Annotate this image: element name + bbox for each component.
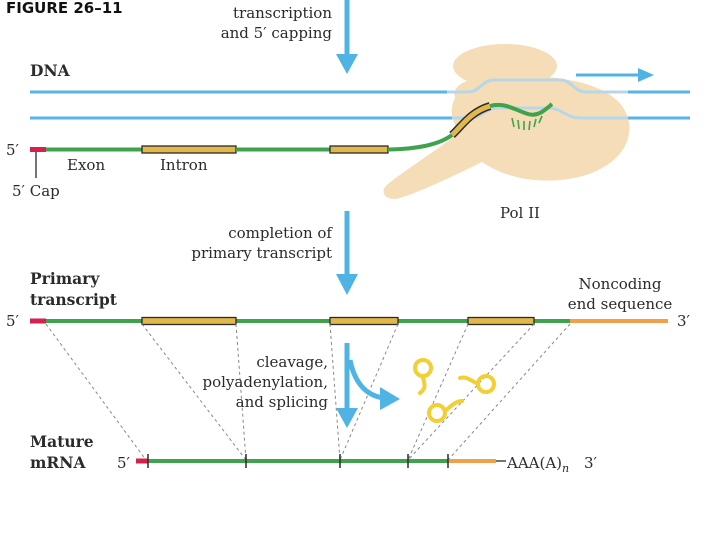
primary-transcript bbox=[30, 316, 668, 326]
step2-arrowhead bbox=[336, 274, 358, 295]
poly-a-text: AAA(A) bbox=[506, 454, 562, 472]
noncoding-label-line1: Noncoding bbox=[579, 275, 662, 293]
mature-label-line1: Mature bbox=[30, 432, 94, 451]
step3-text-line2: polyadenylation, bbox=[203, 373, 329, 391]
step2-text-line1: completion of bbox=[228, 224, 333, 242]
dna-strand-top-right bbox=[447, 78, 690, 94]
pol2-enzyme bbox=[383, 44, 630, 199]
primary-label-line1: Primary bbox=[30, 269, 100, 288]
step1-text-line1: transcription bbox=[233, 4, 332, 22]
step3-text-line1: cleavage, bbox=[256, 353, 328, 371]
intron-label: Intron bbox=[160, 156, 208, 174]
three-prime-label-2: 3′ bbox=[584, 454, 598, 472]
nascent-transcript bbox=[30, 102, 554, 154]
pol2-label: Pol II bbox=[500, 204, 540, 222]
cap-label: 5′ Cap bbox=[12, 182, 60, 200]
three-prime-label-1: 3′ bbox=[677, 312, 691, 330]
primary-label-line2: transcript bbox=[30, 290, 118, 309]
five-prime-label-3: 5′ bbox=[117, 454, 131, 472]
step3-arrowhead bbox=[336, 408, 358, 428]
exon-label: Exon bbox=[67, 156, 105, 174]
step1-arrowhead bbox=[336, 54, 358, 74]
step3-text-line3: and splicing bbox=[236, 393, 329, 411]
step1-text-line2: and 5′ capping bbox=[221, 24, 333, 42]
mature-mrna bbox=[136, 454, 506, 468]
poly-a-tail-label: AAA(A)n bbox=[506, 454, 569, 475]
dna-label: DNA bbox=[30, 61, 71, 80]
noncoding-label-line2: end sequence bbox=[568, 295, 673, 313]
figure-label: FIGURE 26–11 bbox=[6, 0, 123, 17]
poly-a-subscript: n bbox=[562, 462, 569, 475]
step2-text-line2: primary transcript bbox=[191, 244, 332, 262]
five-prime-label-2: 5′ bbox=[6, 312, 20, 330]
mature-label-line2: mRNA bbox=[30, 453, 86, 472]
five-prime-label-1: 5′ bbox=[6, 141, 20, 159]
excised-intron-arrow bbox=[347, 359, 385, 401]
dna-strand-bottom-right bbox=[452, 106, 690, 120]
excised-intron-lariats bbox=[413, 358, 496, 423]
excised-intron-arrowhead bbox=[380, 387, 400, 410]
direction-arrowhead bbox=[638, 68, 654, 82]
